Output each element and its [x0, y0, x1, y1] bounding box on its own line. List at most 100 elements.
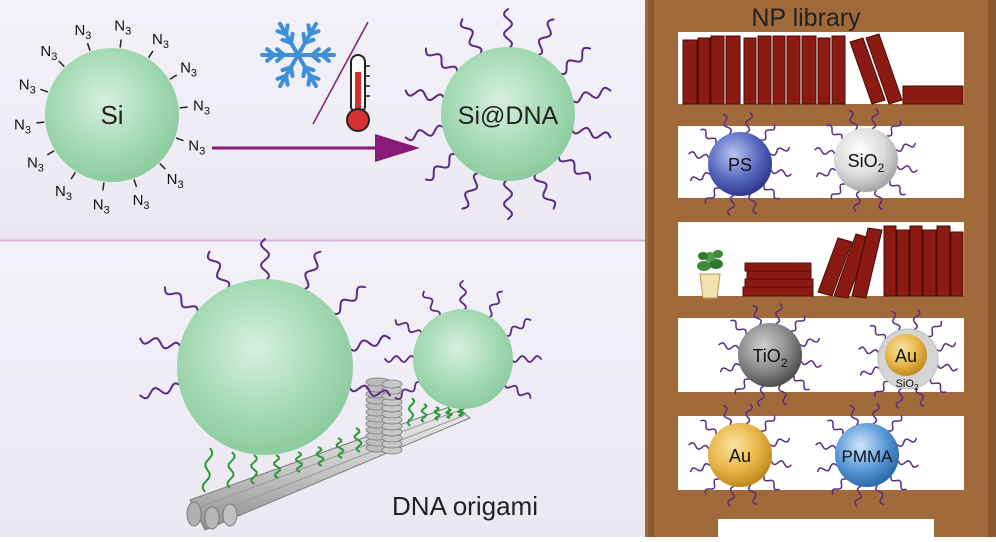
- sio2-label: SiO2: [848, 151, 885, 175]
- dna-strand: [502, 8, 514, 50]
- dna-strand: [826, 124, 843, 140]
- dna-strand: [871, 108, 879, 130]
- capture-strand: [406, 397, 416, 427]
- dna-strand: [718, 342, 740, 350]
- dna-strand: [748, 193, 758, 215]
- dna-strand: [535, 18, 555, 57]
- book: [743, 37, 757, 105]
- dna-strand: [704, 187, 720, 204]
- dna-strand: [895, 387, 904, 409]
- azide-label: N3: [152, 31, 169, 51]
- book: [902, 85, 964, 105]
- dna-strand: [815, 442, 837, 450]
- dna-strand: [745, 112, 753, 134]
- dna-strand: [897, 460, 919, 468]
- dna-strand: [763, 475, 780, 491]
- shell-label: SiO2: [896, 378, 919, 392]
- dna-strand: [757, 385, 765, 407]
- dna-strand: [887, 415, 903, 432]
- dna-strand: [858, 346, 880, 355]
- book: [936, 225, 951, 297]
- dna-strand: [510, 355, 542, 363]
- au-core-particle: [885, 334, 927, 376]
- dna-strands-small: [384, 280, 542, 400]
- capture-strand: [420, 403, 428, 423]
- azide-tick: [175, 137, 184, 142]
- dna-strand: [461, 171, 481, 210]
- dna-strand: [770, 460, 792, 468]
- azide-label: N3: [167, 171, 184, 191]
- dna-strand: [790, 315, 806, 332]
- dna-strand: [689, 463, 711, 473]
- azide-tick: [179, 106, 188, 109]
- dna-origami-structure: [186, 377, 471, 531]
- dna-strand: [859, 366, 881, 376]
- dna-strand: [872, 403, 880, 425]
- dna-strand: [815, 168, 837, 178]
- dna-strand: [770, 169, 792, 177]
- azide-tick: [119, 39, 122, 48]
- dna-strand: [139, 382, 183, 400]
- bottom-panel: DNA origami: [139, 238, 542, 531]
- book: [682, 39, 698, 105]
- capture-strand: [226, 451, 236, 489]
- dna-strand: [730, 319, 747, 335]
- azide-tick: [70, 171, 77, 180]
- dna-strand: [936, 363, 958, 372]
- dna-strand: [793, 375, 810, 391]
- dna-strand: [912, 309, 921, 331]
- azide-tick: [46, 150, 55, 156]
- library-title: NP library: [751, 4, 861, 32]
- library-particles: [688, 108, 958, 507]
- dna-strand: [745, 403, 753, 425]
- au-label: Au: [729, 446, 751, 466]
- dna-strand: [874, 189, 884, 211]
- dna-strands-large: [139, 238, 391, 400]
- dna-strand: [760, 415, 776, 432]
- dna-strand: [424, 152, 459, 182]
- dna-strand: [890, 475, 907, 491]
- dna-strand: [929, 378, 947, 394]
- dna-strand: [331, 285, 367, 315]
- azide-tick: [40, 88, 49, 93]
- capture-strand: [315, 446, 325, 467]
- azide-label: N3: [193, 98, 210, 118]
- dna-strand: [895, 142, 917, 152]
- azide-tick: [102, 182, 105, 191]
- dna-strand: [557, 153, 592, 181]
- dna-strand: [570, 126, 612, 139]
- dna-strand: [927, 320, 943, 338]
- azide-tick: [58, 60, 65, 68]
- azide-label: N3: [180, 60, 197, 80]
- dna-strand: [570, 86, 612, 104]
- small-si-dna-particle: [413, 309, 513, 409]
- dna-strand: [769, 146, 791, 156]
- dna-strand: [301, 250, 322, 291]
- capture-strand: [250, 454, 258, 485]
- au-core-label: Au: [895, 346, 917, 366]
- dna-strand: [748, 484, 758, 506]
- dna-strand: [827, 419, 844, 435]
- dna-strand: [404, 89, 446, 102]
- large-si-dna-particle: [177, 279, 353, 455]
- ps-label: PS: [728, 155, 752, 175]
- dna-strand: [763, 184, 780, 200]
- book: [801, 35, 817, 105]
- book: [883, 225, 897, 297]
- dna-strand: [503, 382, 532, 399]
- dna-strand: [889, 180, 906, 196]
- dna-strand: [752, 304, 762, 326]
- book: [757, 35, 772, 105]
- dna-strand: [760, 124, 776, 141]
- azide-ticks: [36, 39, 188, 191]
- azide-tick: [86, 42, 91, 51]
- si-dna-nanoparticle: [441, 47, 575, 181]
- capture-strand: [273, 454, 281, 479]
- azide-label: N3: [14, 116, 31, 136]
- azide-label: N3: [55, 183, 72, 203]
- dna-strand: [734, 378, 750, 395]
- tio2-label: TiO2: [752, 346, 787, 370]
- dna-strand: [424, 47, 459, 75]
